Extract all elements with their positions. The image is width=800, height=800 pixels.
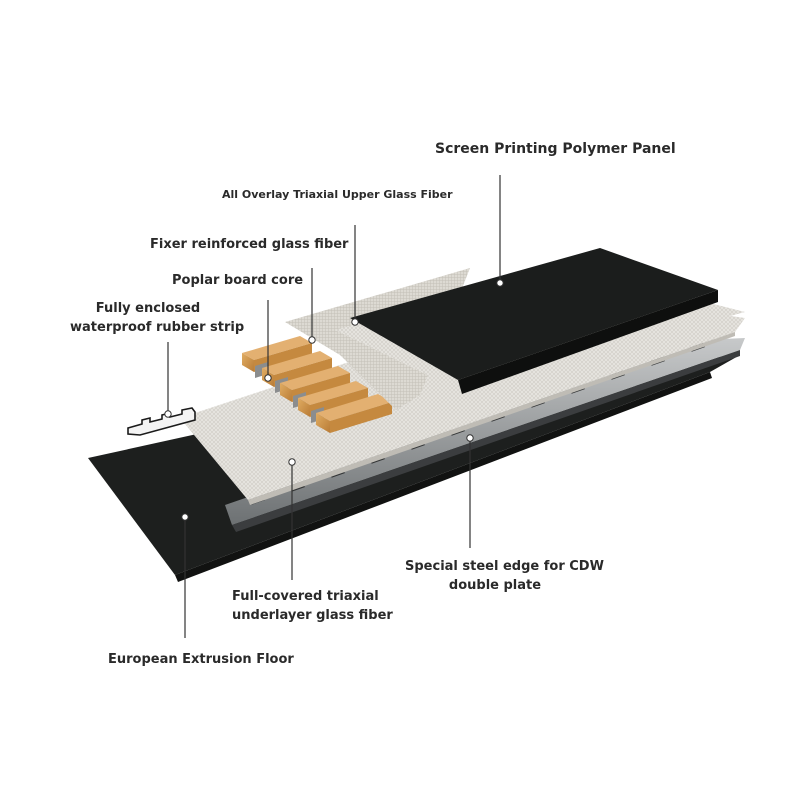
leader-dots xyxy=(164,279,504,521)
label-upper-glass-fiber: All Overlay Triaxial Upper Glass Fiber xyxy=(222,188,453,201)
label-fixer-glass-fiber: Fixer reinforced glass fiber xyxy=(150,237,349,252)
polymer-panel-layer xyxy=(350,248,718,394)
leader-lines xyxy=(167,175,501,638)
label-underlayer-line2: underlayer glass fiber xyxy=(232,608,393,623)
label-steel-edge-line2: double plate xyxy=(448,578,542,593)
rubber-strip-layer xyxy=(127,407,196,436)
label-screen-printing-panel: Screen Printing Polymer Panel xyxy=(435,141,676,157)
label-steel-edge: Special steel edge for CDW double plate xyxy=(405,557,604,595)
label-rubber-strip: Fully enclosed waterproof rubber strip xyxy=(70,299,245,337)
label-underlayer-fiber: Full-covered triaxial underlayer glass f… xyxy=(232,587,393,625)
label-steel-edge-line1: Special steel edge for CDW xyxy=(405,559,604,574)
label-rubber-strip-line2: waterproof rubber strip xyxy=(70,320,245,335)
label-rubber-strip-line1: Fully enclosed xyxy=(95,301,201,316)
label-extrusion-floor: European Extrusion Floor xyxy=(108,652,294,667)
label-poplar-core: Poplar board core xyxy=(172,273,304,288)
label-underlayer-line1: Full-covered triaxial xyxy=(232,589,379,604)
poplar-core-layer xyxy=(242,336,392,433)
